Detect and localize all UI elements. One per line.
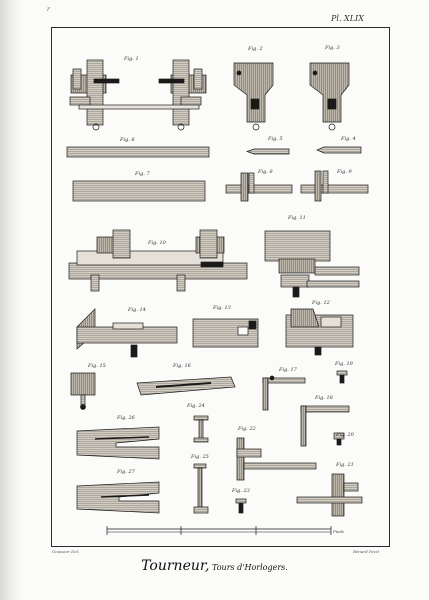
fig14-label: Fig. 14 [128,307,146,313]
fig13-label: Fig. 13 [213,305,231,311]
fig25-label: Fig. 25 [191,454,209,460]
fig10-label: Fig. 10 [148,240,166,246]
plate-number: Pl. XLIX [331,14,364,23]
fig17-drawing [262,375,306,411]
fig7-drawing [72,180,206,202]
fig16-label: Fig. 16 [173,363,191,369]
fig21-label: Fig. 21 [336,462,354,468]
fig6-label: Fig. 6 [120,137,135,143]
fig14-drawing [76,308,178,358]
page-corner-mark: r [47,6,50,13]
fig8-drawing [225,172,293,202]
fig26-label: Fig. 26 [117,415,135,421]
fig22-label: Fig. 22 [238,426,256,432]
fig23-label: Fig. 23 [232,488,250,494]
fig15-label: Fig. 15 [88,363,106,369]
engraving-plate [66,59,369,535]
scale-bar [106,526,332,535]
fig9-drawing [300,170,369,202]
fig9-label: Fig. 9 [337,169,352,175]
fig11-label: Fig. 11 [288,215,306,221]
fig6-drawing [66,146,210,158]
fig7-label: Fig. 7 [135,171,150,177]
fig24-label: Fig. 24 [187,403,205,409]
fig27-label: Fig. 27 [117,469,135,475]
fig1-label: Fig. 1 [124,56,139,62]
scale-label: Pieds [333,529,344,534]
fig4-drawing [316,146,362,154]
fig15-drawing [70,372,96,410]
fig12-label: Fig. 12 [312,300,330,306]
fig17-label: Fig. 17 [279,367,297,373]
fig26-drawing [76,426,160,460]
credit-right: Bénard Fecit [353,549,380,554]
fig24-drawing [193,415,209,443]
fig20-drawing [333,432,345,446]
credit-left: Goussier Del. [52,549,80,554]
fig23-drawing [235,498,247,514]
fig13-drawing [192,318,259,348]
plate-caption: Tourneur, Tours d'Horlogers. [0,559,429,573]
fig3-label: Fig. 3 [325,45,340,51]
fig10-drawing [68,229,248,292]
fig3-drawing [309,62,350,131]
book-gutter [0,0,22,600]
fig5-label: Fig. 5 [268,136,283,142]
fig16-drawing [136,376,236,396]
fig4-label: Fig. 4 [341,136,356,142]
fig12-drawing [285,308,354,356]
fig1-drawing [69,59,207,131]
fig21-drawing [296,473,363,517]
fig20-label: Fig. 20 [336,432,354,438]
fig19-label: Fig. 19 [335,361,353,367]
fig5-drawing [245,148,290,155]
fig18-label: Fig. 18 [315,395,333,401]
fig2-label: Fig. 2 [248,46,263,52]
fig25-drawing [193,463,209,514]
caption-subtitle: Tours d'Horlogers. [209,563,288,572]
fig22-drawing [236,437,317,481]
fig8-label: Fig. 8 [258,169,273,175]
caption-title: Tourneur, [141,558,210,574]
fig27-drawing [76,481,160,514]
plate-border [51,27,390,547]
fig18-drawing [300,405,350,447]
fig11-drawing [264,230,360,298]
fig2-drawing [233,62,274,131]
fig19-drawing [336,370,348,384]
